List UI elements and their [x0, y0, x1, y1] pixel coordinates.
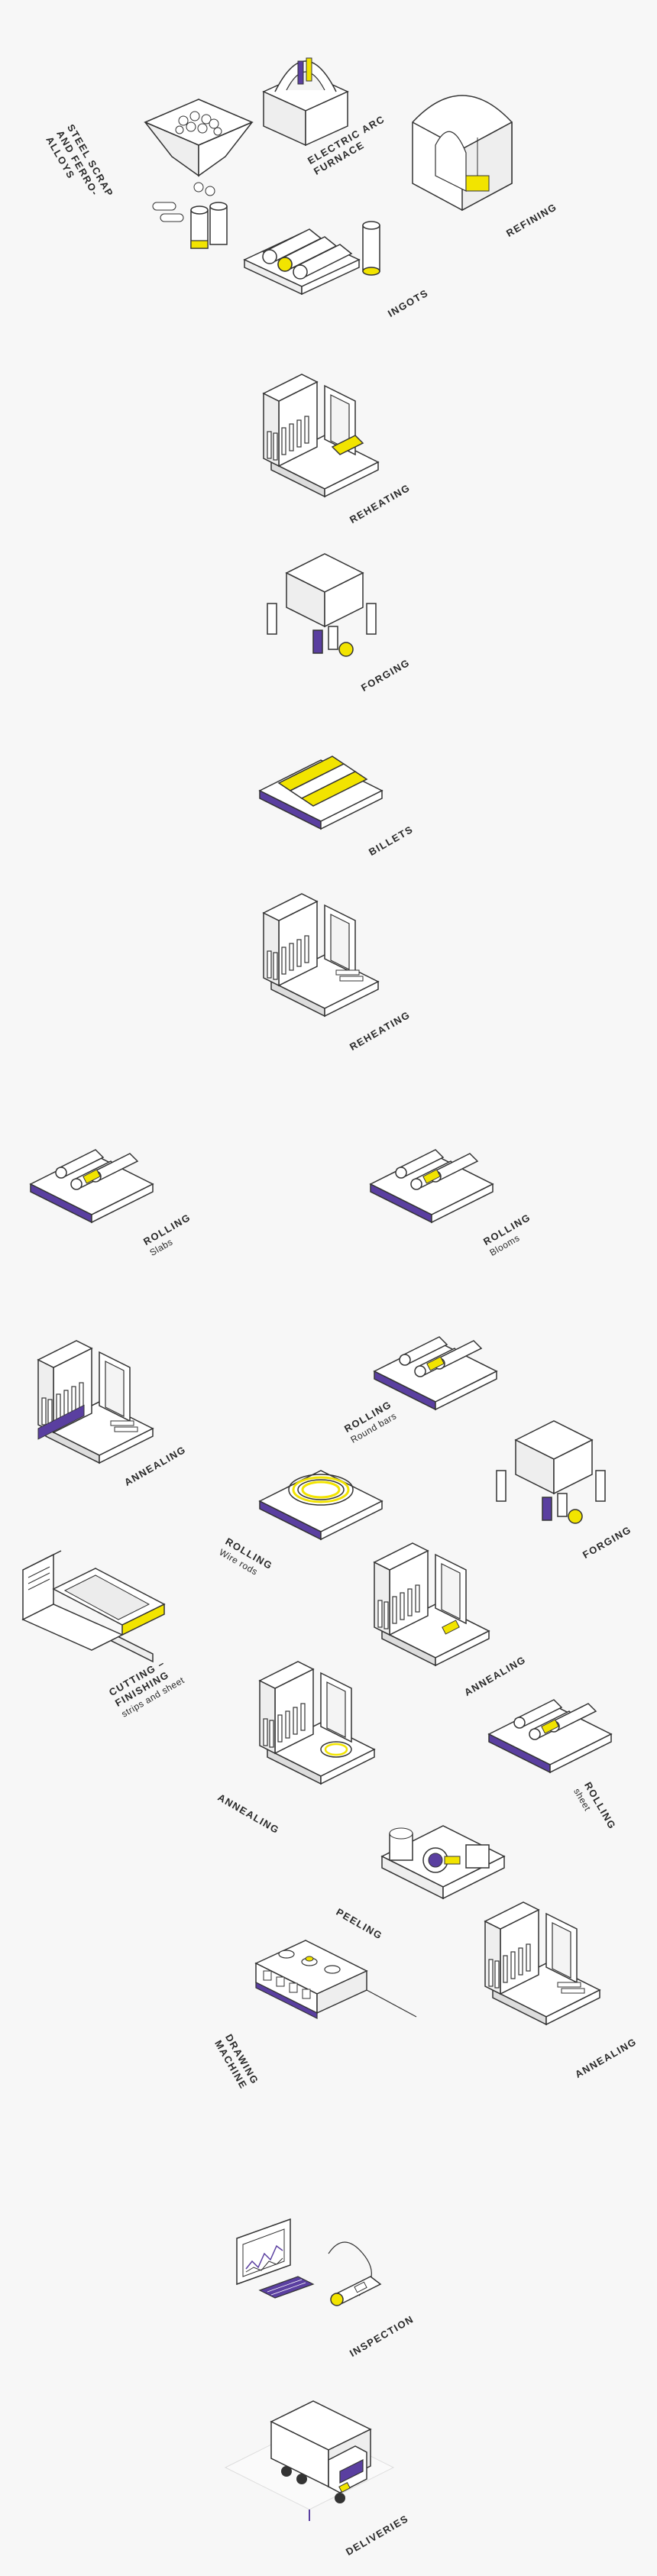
peeling-machine-illustration: [380, 1825, 506, 1900]
forging-press-illustration-1: [267, 553, 377, 657]
annealing-4-title: ANNEALING: [573, 2035, 639, 2080]
annealing-3-label: ANNEALING: [215, 1791, 282, 1837]
electric-arc-furnace-illustration: [262, 57, 349, 147]
reheating-furnace-illustration-1: [263, 374, 379, 497]
annealing-4-label: ANNEALING: [573, 2036, 639, 2081]
inspection-illustration: [236, 2218, 382, 2306]
rolling-wire-rods-illustration: [259, 1470, 383, 1540]
annealing-furnace-illustration-3: [259, 1661, 375, 1785]
annealing-3-title: ANNEALING: [215, 1791, 282, 1837]
steel-scrap-label: STEEL SCRAP AND FERRO-ALLOYS: [43, 122, 121, 220]
refining-vessel-illustration: [412, 95, 513, 212]
steel-scrap-title: STEEL SCRAP AND FERRO-ALLOYS: [44, 122, 116, 199]
cutting-finishing-illustration: [21, 1550, 166, 1663]
steel-scrap-hopper-illustration: [144, 99, 254, 249]
annealing-furnace-illustration-2: [374, 1542, 490, 1666]
annealing-furnace-illustration-1: [37, 1340, 154, 1464]
rolling-sheet-illustration: [488, 1699, 612, 1773]
billets-illustration: [259, 756, 383, 830]
delivery-truck-illustration: [224, 2400, 395, 2521]
rolling-slabs-illustration: [30, 1149, 154, 1223]
drawing-machine-illustration: [254, 1940, 417, 2019]
annealing-furnace-illustration-4: [484, 1901, 600, 2025]
rolling-round-bars-illustration: [374, 1336, 497, 1410]
forging-press-illustration-2: [496, 1420, 606, 1524]
rolling-blooms-illustration: [370, 1149, 494, 1223]
ingots-illustration: [243, 221, 380, 296]
reheating-furnace-illustration-2: [263, 893, 379, 1017]
